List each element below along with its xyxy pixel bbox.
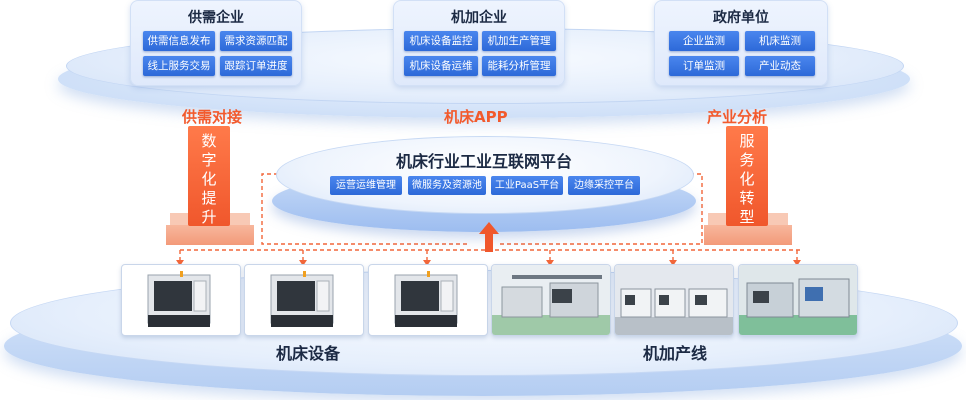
tag-machine-maintenance[interactable]: 机床设备运维: [404, 56, 478, 76]
production-line-icon: [615, 265, 733, 335]
tag-demand-match[interactable]: 需求资源匹配: [220, 31, 292, 51]
card-title: 机加企业: [451, 10, 507, 26]
label-supply-docking: 供需对接: [182, 108, 243, 126]
cnc-machine-icon: [270, 271, 334, 327]
right-pedestal: [704, 225, 792, 245]
tag-industry-trends[interactable]: 产业动态: [745, 56, 815, 76]
label-industry-analysis: 产业分析: [707, 108, 768, 126]
tag-machine-monitor-gov[interactable]: 机床监测: [745, 31, 815, 51]
production-line-icon: [492, 265, 610, 335]
tag-order-monitor[interactable]: 订单监测: [669, 56, 739, 76]
tag-enterprise-monitor[interactable]: 企业监测: [669, 31, 739, 51]
photo-cnc-machine-2: [244, 264, 364, 336]
bar-digital-upgrade: 数字化提升: [188, 126, 230, 226]
bar-text: 服务化转型: [739, 132, 755, 226]
platform-title: 机床行业工业互联网平台: [395, 152, 572, 171]
tag-supply-info[interactable]: 供需信息发布: [143, 31, 215, 51]
production-line-icon: [739, 265, 857, 335]
bar-service-transform: 服务化转型: [726, 126, 768, 226]
platform-disc: [276, 136, 694, 214]
tag-online-service[interactable]: 线上服务交易: [143, 56, 215, 76]
card-government: 政府单位 企业监测 机床监测 订单监测 产业动态: [654, 0, 828, 86]
label-machining-line: 机加产线: [643, 344, 708, 363]
cnc-machine-icon: [147, 271, 211, 327]
tag-microservice-pool[interactable]: 微服务及资源池: [408, 176, 486, 195]
tag-edge-control[interactable]: 边缘采控平台: [568, 176, 640, 195]
photo-production-line-1: [491, 264, 611, 336]
tag-industrial-paas[interactable]: 工业PaaS平台: [491, 176, 563, 195]
photo-cnc-machine-1: [121, 264, 241, 336]
tag-order-tracking[interactable]: 跟踪订单进度: [220, 56, 292, 76]
left-pedestal: [166, 225, 254, 245]
photo-cnc-machine-3: [368, 264, 488, 336]
tag-machine-monitor[interactable]: 机床设备监控: [404, 31, 478, 51]
card-machining-enterprise: 机加企业 机床设备监控 机加生产管理 机床设备运维 能耗分析管理: [393, 0, 565, 86]
tag-ops-maintenance[interactable]: 运营运维管理: [330, 176, 402, 195]
label-machine-app: 机床APP: [444, 108, 508, 126]
cnc-machine-icon: [394, 271, 458, 327]
tag-energy-analysis[interactable]: 能耗分析管理: [482, 56, 556, 76]
photo-production-line-2: [614, 264, 734, 336]
card-title: 政府单位: [713, 10, 769, 26]
label-machine-equipment: 机床设备: [276, 344, 341, 363]
card-title: 供需企业: [188, 10, 244, 26]
card-supply-enterprise: 供需企业 供需信息发布 需求资源匹配 线上服务交易 跟踪订单进度: [130, 0, 302, 86]
bar-text: 数字化提升: [201, 132, 217, 226]
tag-production-mgmt[interactable]: 机加生产管理: [482, 31, 556, 51]
up-arrow-icon: [479, 222, 499, 252]
photo-production-line-3: [738, 264, 858, 336]
